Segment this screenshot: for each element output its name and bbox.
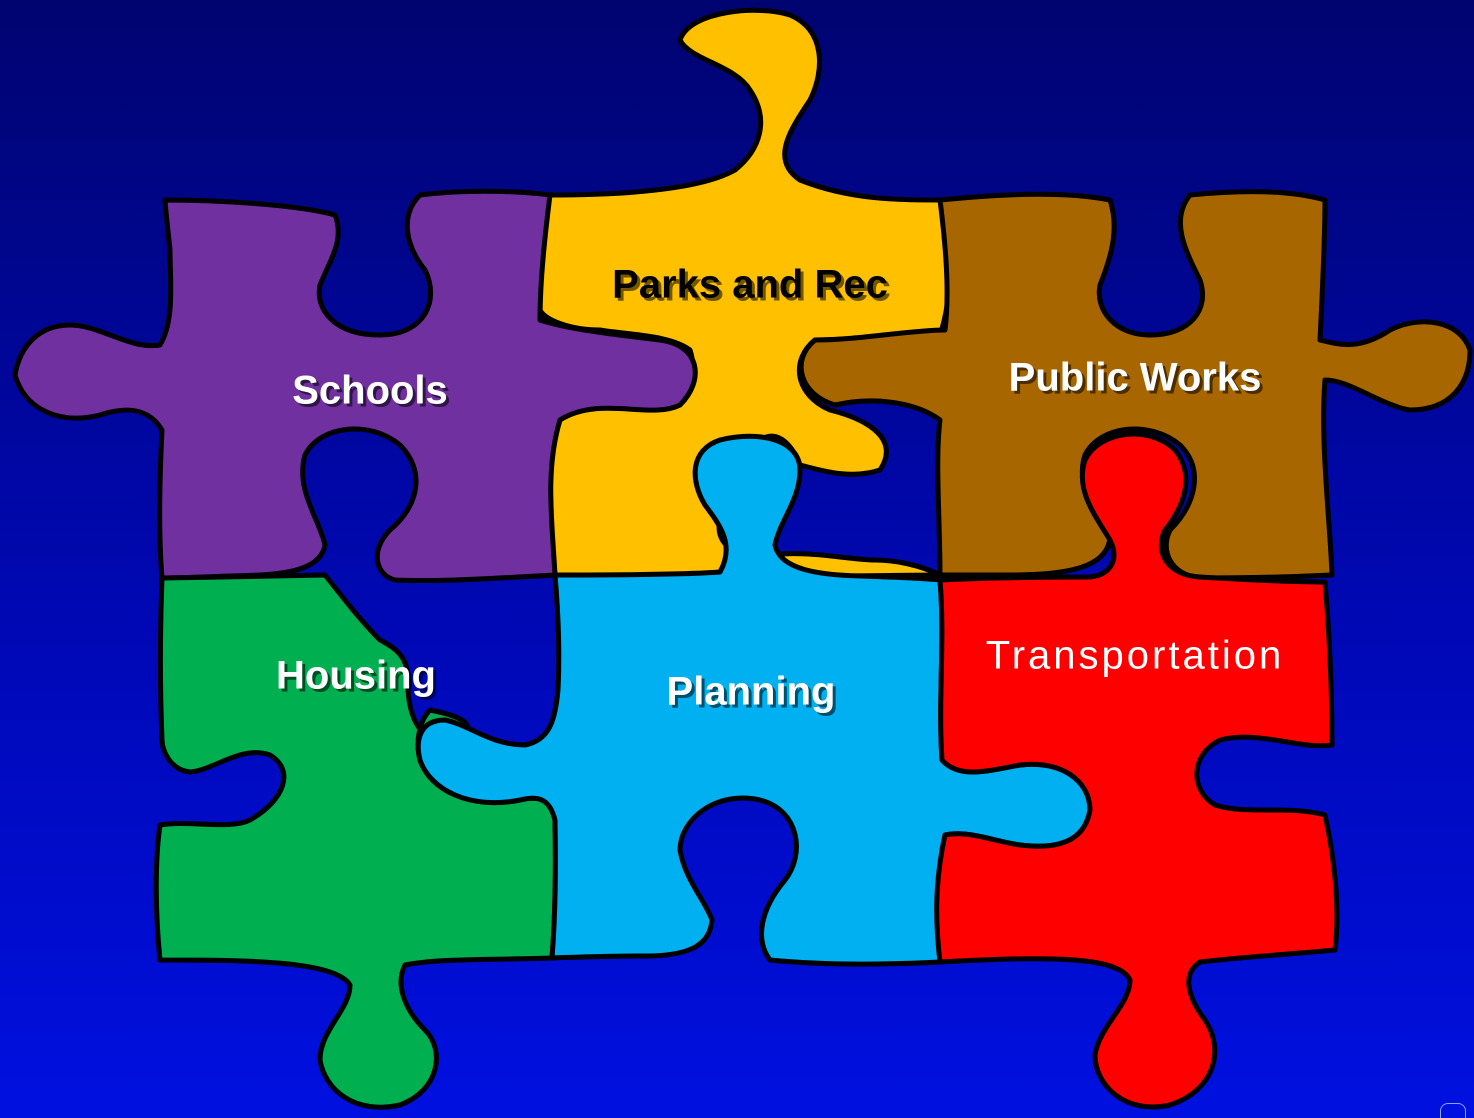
label-shadow: Parks and Rec <box>615 266 891 310</box>
label-shadow: Housing <box>279 657 439 701</box>
label-shadow: Public Works <box>1012 359 1265 403</box>
corner-decoration <box>1440 1103 1466 1118</box>
public-works-label: Public Works <box>1009 356 1262 400</box>
planning-label: Planning <box>667 670 836 714</box>
parks-label: Parks and Rec <box>612 263 888 307</box>
puzzle-piece-transportation <box>934 431 1340 1110</box>
schools-label: Schools <box>292 369 448 413</box>
label-shadow: Planning <box>670 673 839 717</box>
puzzle-piece-public-works <box>798 189 1473 581</box>
puzzle-piece-planning <box>415 433 1093 967</box>
label-shadow: Schools <box>295 372 451 416</box>
housing-label: Housing <box>276 654 436 698</box>
transportation-label: Transportation <box>986 634 1284 678</box>
puzzle-piece-schools <box>12 188 698 584</box>
